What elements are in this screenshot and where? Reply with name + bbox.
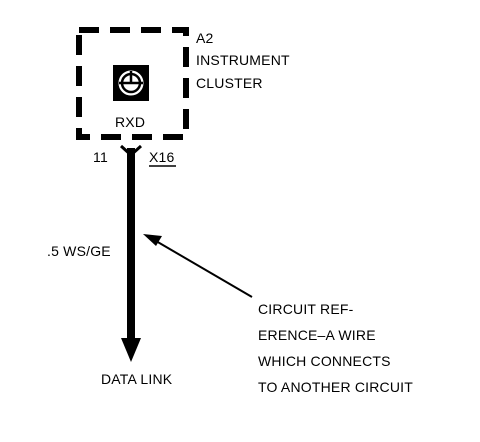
- destination-label: DATA LINK: [101, 371, 173, 387]
- wire-arrow-head: [121, 338, 141, 362]
- pin-name-label: RXD: [115, 114, 145, 130]
- component-name-line2: CLUSTER: [196, 75, 263, 91]
- callout-arrow-head: [143, 234, 162, 246]
- component-id-label: A2: [196, 30, 214, 46]
- callout-line4: TO ANOTHER CIRCUIT: [258, 379, 413, 395]
- callout-line1: CIRCUIT REF-: [258, 301, 354, 317]
- callout-line3: WHICH CONNECTS: [258, 353, 391, 369]
- callout-leader-line: [155, 240, 253, 298]
- connector-symbol-icon: [113, 65, 149, 101]
- wire-spec-label: .5 WS/GE: [47, 243, 111, 259]
- instrument-cluster-box: [76, 27, 189, 140]
- connector-pin-label: 11: [93, 149, 108, 165]
- callout-line2: ERENCE–A WIRE: [258, 327, 376, 343]
- component-name-line1: INSTRUMENT: [196, 52, 290, 68]
- connector-label: X16: [149, 149, 175, 165]
